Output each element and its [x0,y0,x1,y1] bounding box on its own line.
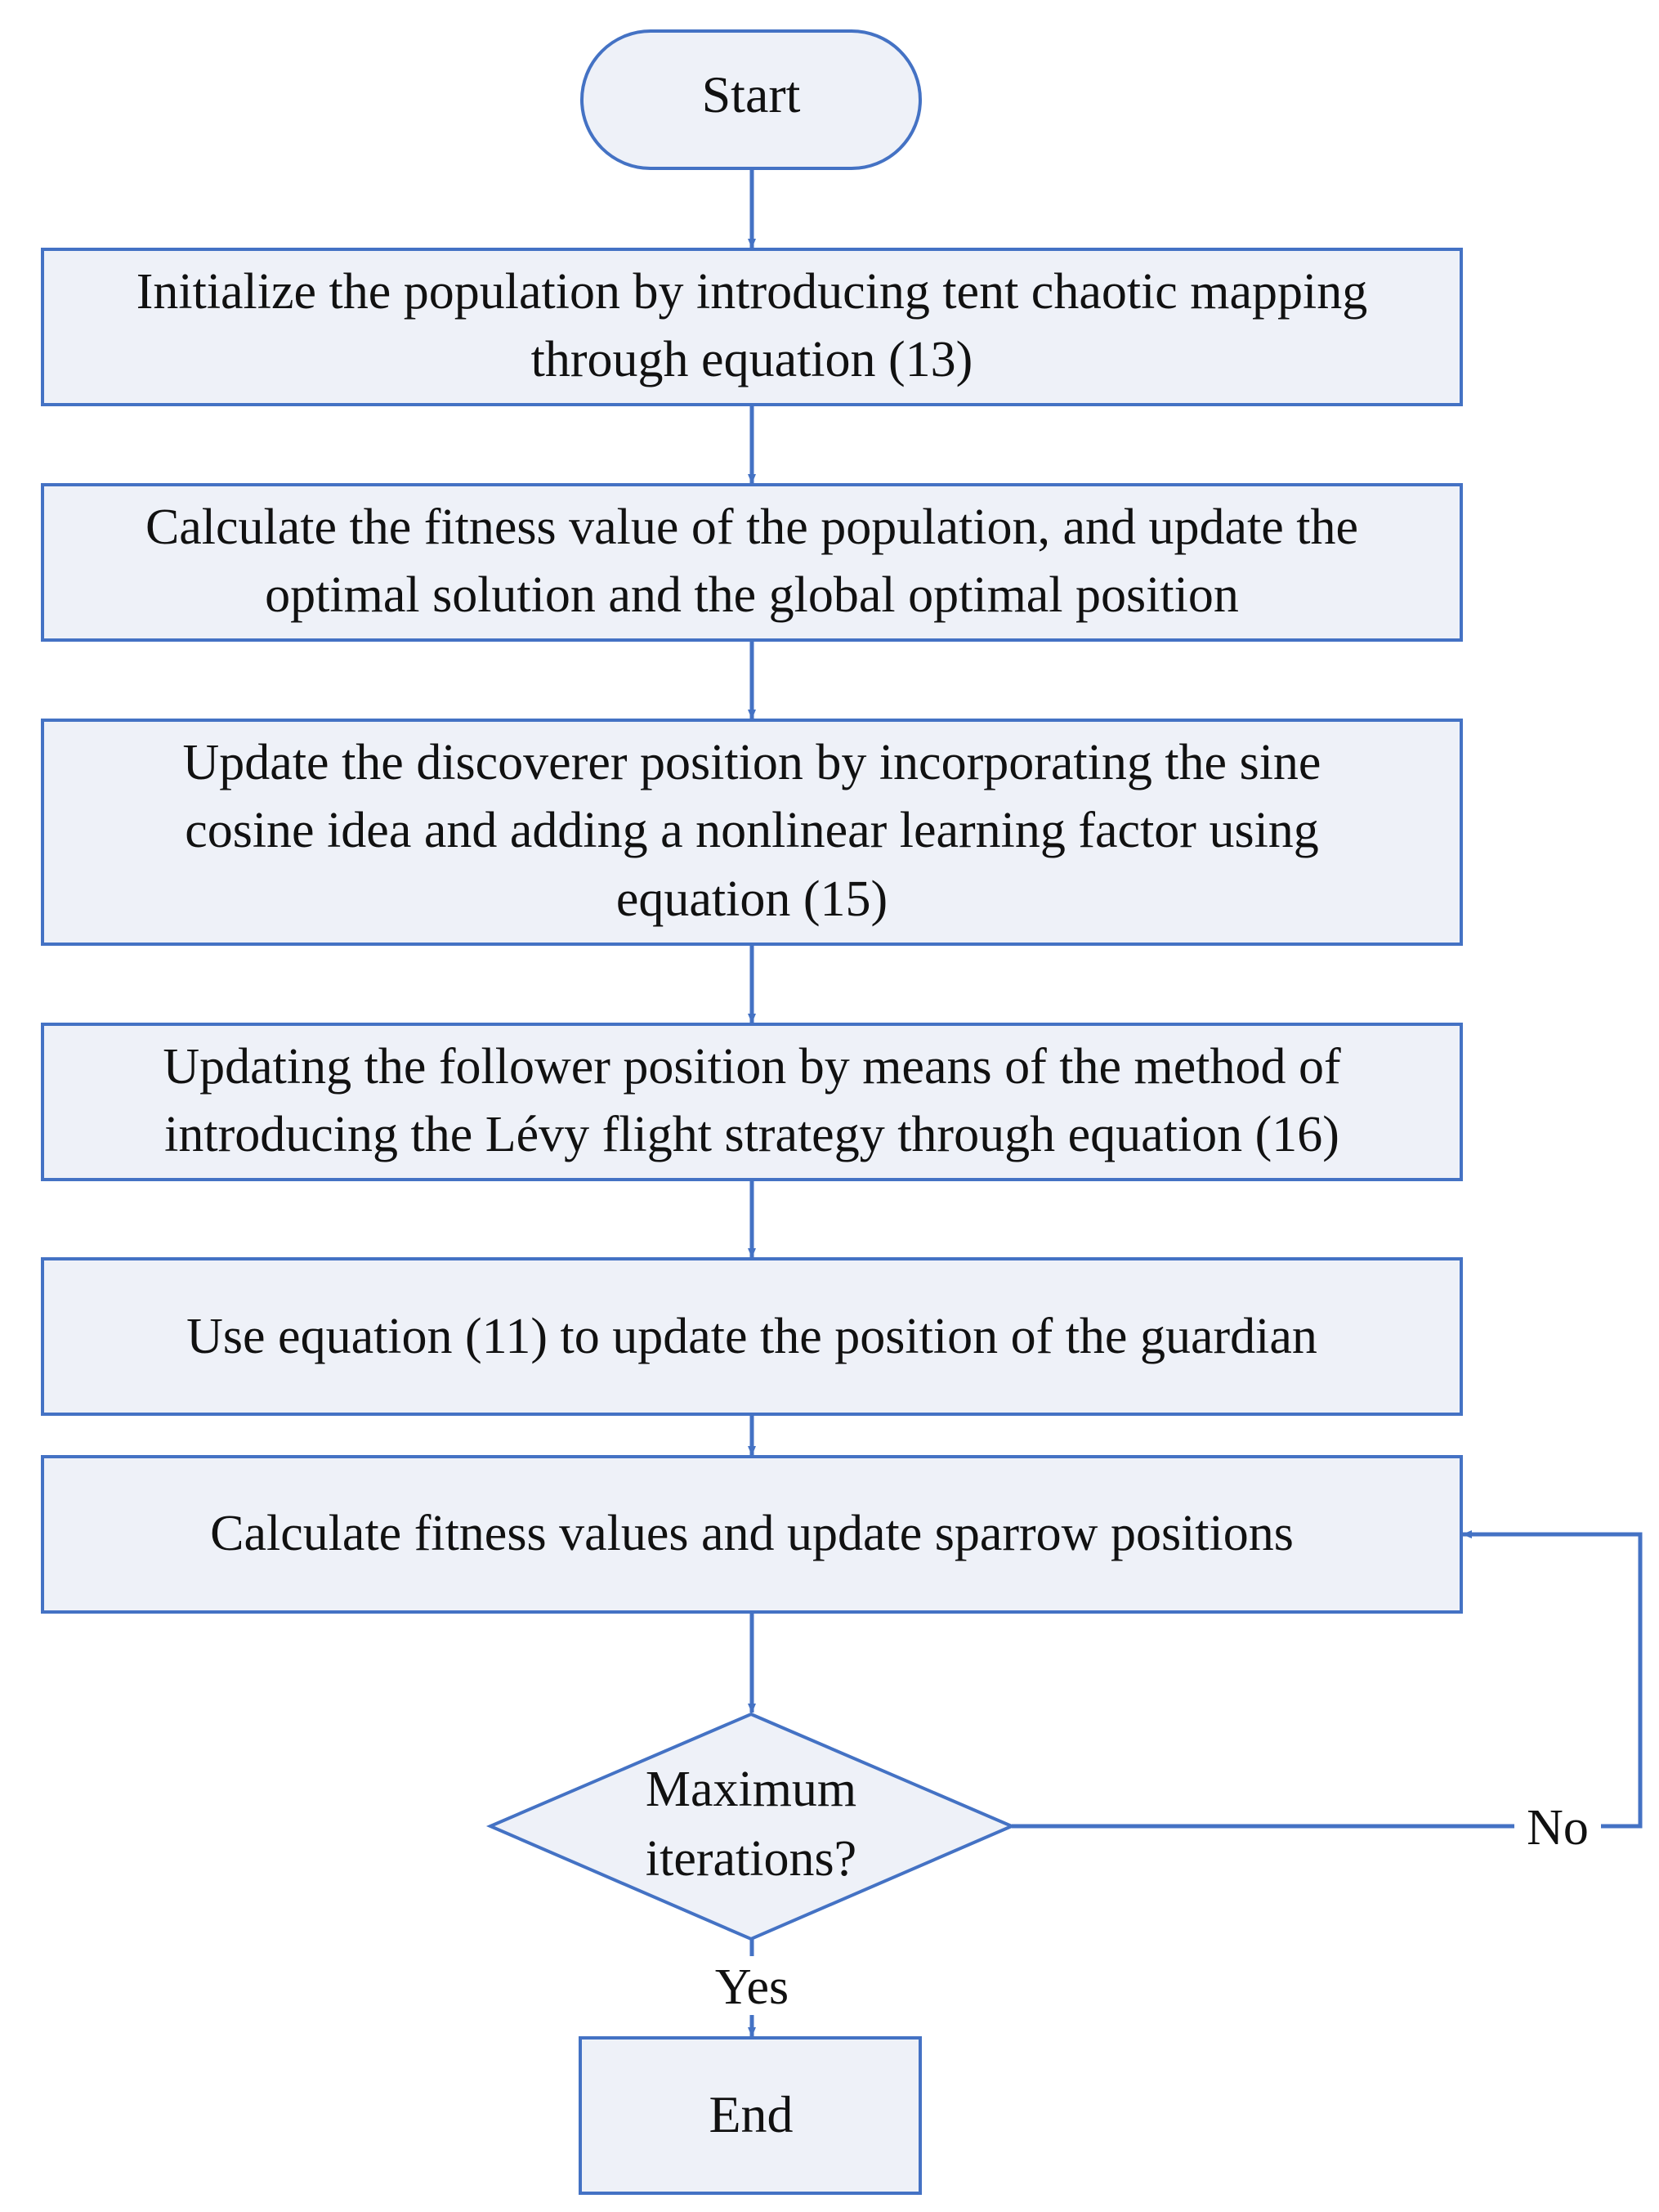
decision-text-line: Maximum [646,1762,856,1817]
step-text-line: Updating the follower position by means … [163,1039,1341,1095]
step-text-line: Update the discoverer position by incorp… [183,735,1321,790]
process-step-calc-fitness: Calculate the fitness value of the popul… [41,483,1463,642]
decision-text-line: iterations? [646,1831,856,1887]
process-step-update-follower: Updating the follower position by means … [41,1023,1463,1181]
end-label: End [709,2085,793,2143]
step-text-line: equation (15) [616,871,888,927]
start-terminator: Start [580,29,922,170]
step-text-line: introducing the Lévy flight strategy thr… [164,1107,1339,1162]
step-text-line: cosine idea and adding a nonlinear learn… [185,803,1319,858]
process-step-update-guardian: Use equation (11) to update the position… [41,1257,1463,1416]
process-step-init-population: Initialize the population by introducing… [41,248,1463,406]
yes-branch-label: Yes [715,1959,789,2015]
start-label: Start [702,65,801,123]
step-text-line: optimal solution and the global optimal … [265,567,1239,623]
process-step-update-sparrows: Calculate fitness values and update spar… [41,1455,1463,1614]
step-text-line: Initialize the population by introducing… [136,264,1368,320]
step-text-line: Use equation (11) to update the position… [186,1309,1317,1364]
yes-label-background [703,1956,801,2015]
no-branch-label: No [1527,1800,1589,1856]
arrow-no-loop-back [1012,1530,1643,1829]
decision-max-iterations: Maximum iterations? [485,1712,1017,1941]
step-text-line: Calculate the fitness value of the popul… [145,499,1358,555]
step-text-line: through equation (13) [531,332,973,387]
end-terminator: End [579,2036,922,2195]
no-label-background [1514,1797,1601,1856]
step-text-line: Calculate fitness values and update spar… [210,1506,1294,1561]
process-step-update-discoverer: Update the discoverer position by incorp… [41,719,1463,946]
